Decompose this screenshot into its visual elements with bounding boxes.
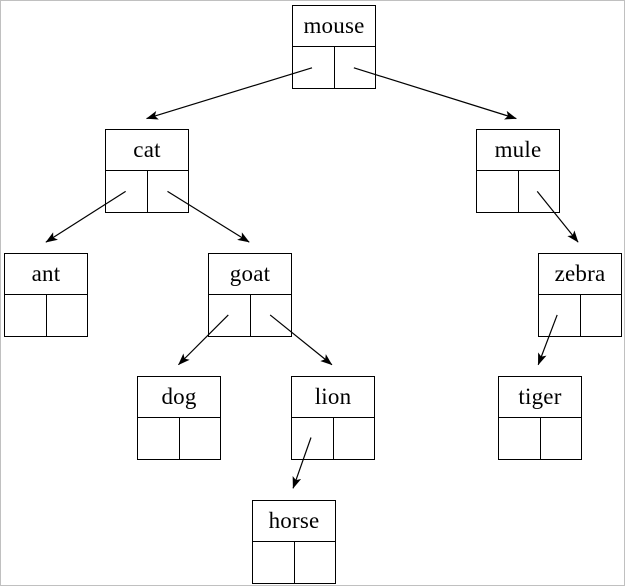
left-pointer-cell bbox=[106, 171, 148, 212]
left-pointer-cell bbox=[138, 418, 180, 459]
right-pointer-cell bbox=[581, 295, 622, 336]
node-label: ant bbox=[5, 254, 87, 295]
node-lion: lion bbox=[291, 376, 375, 460]
node-label: tiger bbox=[499, 377, 581, 418]
pointer-cells bbox=[5, 295, 87, 336]
left-pointer-cell bbox=[209, 295, 251, 336]
node-tiger: tiger bbox=[498, 376, 582, 460]
node-label: horse bbox=[253, 501, 335, 542]
node-dog: dog bbox=[137, 376, 221, 460]
pointer-cells bbox=[253, 542, 335, 583]
right-pointer-cell bbox=[541, 418, 582, 459]
pointer-cells bbox=[499, 418, 581, 459]
left-pointer-cell bbox=[292, 418, 334, 459]
node-mule: mule bbox=[476, 129, 560, 213]
left-pointer-cell bbox=[5, 295, 47, 336]
left-pointer-cell bbox=[293, 47, 335, 88]
node-label: goat bbox=[209, 254, 291, 295]
right-pointer-cell bbox=[148, 171, 189, 212]
pointer-cells bbox=[138, 418, 220, 459]
right-pointer-cell bbox=[47, 295, 88, 336]
left-pointer-cell bbox=[477, 171, 519, 212]
pointer-cells bbox=[293, 47, 375, 88]
left-pointer-cell bbox=[253, 542, 295, 583]
node-label: cat bbox=[106, 130, 188, 171]
node-horse: horse bbox=[252, 500, 336, 584]
node-goat: goat bbox=[208, 253, 292, 337]
node-label: zebra bbox=[539, 254, 621, 295]
node-cat: cat bbox=[105, 129, 189, 213]
left-pointer-cell bbox=[539, 295, 581, 336]
node-ant: ant bbox=[4, 253, 88, 337]
pointer-cells bbox=[539, 295, 621, 336]
pointer-cells bbox=[209, 295, 291, 336]
node-label: lion bbox=[292, 377, 374, 418]
node-zebra: zebra bbox=[538, 253, 622, 337]
node-mouse: mouse bbox=[292, 5, 376, 89]
right-pointer-cell bbox=[334, 418, 375, 459]
left-pointer-cell bbox=[499, 418, 541, 459]
node-label: dog bbox=[138, 377, 220, 418]
pointer-cells bbox=[477, 171, 559, 212]
pointer-cells bbox=[106, 171, 188, 212]
right-pointer-cell bbox=[251, 295, 292, 336]
right-pointer-cell bbox=[335, 47, 376, 88]
right-pointer-cell bbox=[180, 418, 221, 459]
pointer-cells bbox=[292, 418, 374, 459]
node-label: mule bbox=[477, 130, 559, 171]
right-pointer-cell bbox=[519, 171, 560, 212]
right-pointer-cell bbox=[295, 542, 336, 583]
node-label: mouse bbox=[293, 6, 375, 47]
